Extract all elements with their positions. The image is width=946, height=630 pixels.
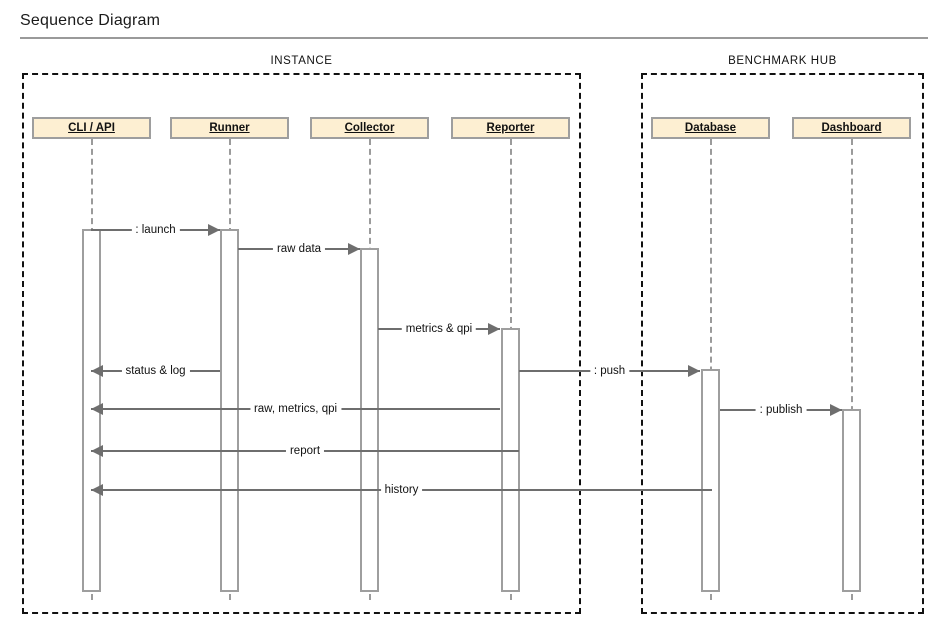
group-frame-instance (22, 73, 581, 614)
participant-database[interactable]: Database (651, 117, 770, 139)
message-arrow-status-log (91, 365, 103, 377)
activation-bar-collector[interactable] (360, 248, 379, 592)
activation-bar-runner[interactable] (220, 229, 239, 592)
message-arrow-publish (830, 404, 842, 416)
page-title: Sequence Diagram (20, 12, 161, 29)
message-label-launch: : launch (131, 224, 180, 236)
activation-bar-database[interactable] (701, 369, 720, 592)
message-arrow-launch (208, 224, 220, 236)
lifeline-dashboard (851, 139, 853, 600)
message-label-status-log: status & log (121, 365, 190, 377)
participant-runner[interactable]: Runner (170, 117, 289, 139)
participant-label-database: Database (684, 122, 737, 134)
message-label-publish: : publish (755, 404, 807, 416)
message-arrow-metrics-qpi (488, 323, 500, 335)
message-label-metrics-qpi: metrics & qpi (401, 323, 477, 335)
message-arrow-raw-data (348, 243, 360, 255)
message-label-history: history (380, 484, 423, 496)
group-label-hub: BENCHMARK HUB (728, 55, 837, 67)
message-label-push: : push (589, 365, 630, 377)
participant-label-dashboard: Dashboard (821, 122, 882, 134)
participant-label-reporter: Reporter (486, 122, 535, 134)
activation-bar-dashboard[interactable] (842, 409, 861, 592)
group-label-instance: INSTANCE (270, 55, 333, 67)
activation-bar-reporter[interactable] (501, 328, 520, 592)
title-divider (20, 37, 928, 39)
message-arrow-push (688, 365, 700, 377)
participant-label-runner: Runner (209, 122, 250, 134)
message-label-report: report (285, 445, 325, 457)
group-frame-hub (641, 73, 924, 614)
participant-reporter[interactable]: Reporter (451, 117, 570, 139)
message-arrow-history (91, 484, 103, 496)
message-arrow-raw-metrics (91, 403, 103, 415)
message-label-raw-data: raw data (272, 243, 326, 255)
participant-label-cli: CLI / API (68, 122, 115, 134)
message-arrow-report (91, 445, 103, 457)
participant-dashboard[interactable]: Dashboard (792, 117, 911, 139)
participant-label-collector: Collector (344, 122, 395, 134)
message-label-raw-metrics: raw, metrics, qpi (249, 403, 342, 415)
participant-cli[interactable]: CLI / API (32, 117, 151, 139)
participant-collector[interactable]: Collector (310, 117, 429, 139)
